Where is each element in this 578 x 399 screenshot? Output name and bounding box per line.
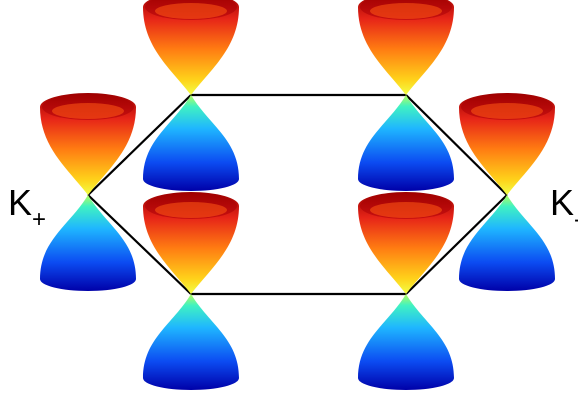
conduction-cone xyxy=(358,192,454,294)
conduction-cone xyxy=(358,0,454,95)
cone-inner-surface xyxy=(471,103,543,119)
hexagon-edge xyxy=(405,94,508,196)
cones-group xyxy=(40,0,555,390)
valence-cone xyxy=(40,195,136,291)
cone-inner-surface xyxy=(52,103,124,119)
hexagon-edge xyxy=(87,194,192,295)
valence-cone xyxy=(358,294,454,390)
valence-cone xyxy=(459,195,555,291)
valence-cone xyxy=(143,294,239,390)
conduction-cone xyxy=(143,0,239,95)
cone-inner-surface xyxy=(155,202,227,218)
dirac-cone xyxy=(358,192,454,390)
conduction-cone xyxy=(459,93,555,195)
dirac-cone xyxy=(459,93,555,291)
valence-cone xyxy=(358,95,454,191)
conduction-cone xyxy=(40,93,136,195)
hexagon-edges xyxy=(87,93,508,296)
cone-inner-surface xyxy=(370,202,442,218)
hexagon-edge xyxy=(405,194,508,295)
valence-cone xyxy=(143,95,239,191)
k-minus-label: K- xyxy=(550,182,578,233)
k-plus-label: K+ xyxy=(8,182,46,233)
dirac-cone xyxy=(143,192,239,390)
dirac-cone xyxy=(358,0,454,191)
dirac-cone xyxy=(143,0,239,191)
cone-inner-surface xyxy=(370,3,442,19)
dirac-cone xyxy=(40,93,136,291)
conduction-cone xyxy=(143,192,239,294)
cone-inner-surface xyxy=(155,3,227,19)
hexagon-edge xyxy=(87,94,192,196)
